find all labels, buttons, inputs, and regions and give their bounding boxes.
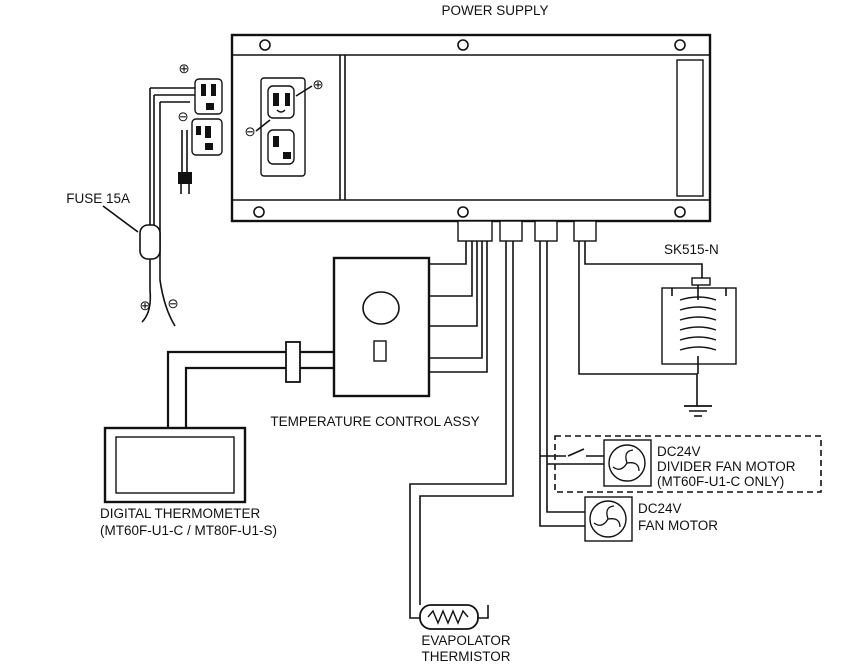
power-cord: [141, 87, 196, 327]
digital-thermometer-label: DIGITAL THERMOMETER: [100, 506, 261, 521]
optional-divider-fan-box: [554, 435, 822, 493]
connector-blocks: [457, 220, 597, 242]
fan-wires: [539, 241, 604, 527]
plug-inlet-icon: [191, 118, 223, 156]
plug-receptacle-icon: [194, 78, 223, 115]
temperature-control-unit: [332, 256, 431, 398]
temperature-control-label: TEMPERATURE CONTROL ASSY: [270, 414, 479, 429]
thermometer-wires: [166, 341, 334, 430]
power-supply-unit: ⊕ ⊖: [230, 33, 712, 223]
control-wires: [429, 241, 488, 373]
fan-motor-icon: [584, 496, 633, 542]
digital-thermometer-unit: [103, 426, 247, 504]
evaporator-thermistor-label-2: THERMISTOR: [421, 649, 510, 664]
power-plug-icon: [178, 172, 192, 194]
fan-name: FAN MOTOR: [638, 518, 718, 533]
minus-symbol: ⊖: [177, 109, 188, 124]
fan-voltage: DC24V: [638, 501, 682, 516]
thermistor-wires: [409, 241, 514, 619]
minus-symbol: ⊖: [244, 124, 255, 139]
fuse-label: FUSE 15A: [66, 191, 130, 206]
divider-fan-models: (MT60F-U1-C ONLY): [657, 474, 784, 489]
divider-fan-voltage: DC24V: [657, 444, 701, 459]
plus-symbol: ⊕: [139, 298, 150, 313]
power-outlet-icon: [260, 77, 306, 177]
sk515-wires: [578, 241, 712, 417]
minus-symbol: ⊖: [167, 296, 178, 311]
divider-fan-name: DIVIDER FAN MOTOR: [657, 459, 796, 474]
sk515-label: SK515-N: [664, 242, 719, 257]
power-supply-title: POWER SUPPLY: [441, 3, 548, 18]
divider-fan-icon: [603, 439, 652, 487]
digital-thermometer-models: (MT60F-U1-C / MT80F-U1-S): [100, 523, 277, 538]
thermistor-icon: [419, 604, 479, 630]
sk515-coil-icon: [661, 277, 737, 374]
mounting-screw-icons: [253, 39, 686, 218]
fuse-icon: [139, 224, 161, 260]
plus-symbol: ⊕: [312, 77, 323, 92]
plus-symbol: ⊕: [178, 61, 189, 76]
evaporator-thermistor-label-1: EVAPOLATOR: [421, 633, 511, 648]
